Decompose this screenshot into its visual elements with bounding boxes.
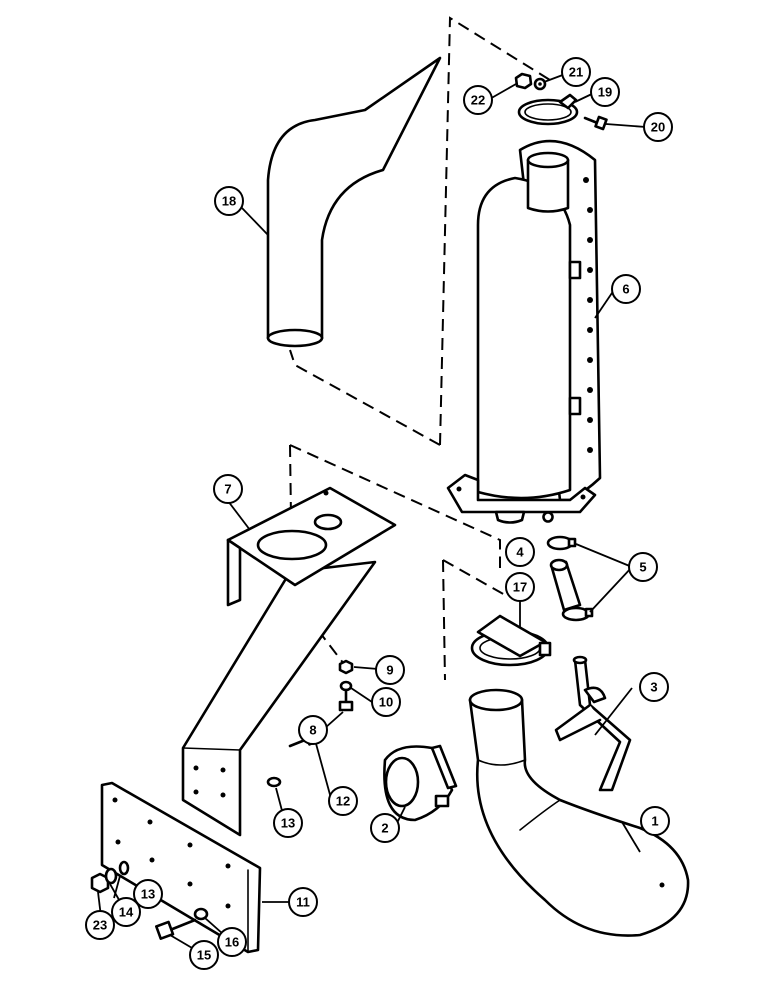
svg-text:18: 18 [222, 194, 236, 209]
hose-clamps [546, 535, 594, 622]
svg-text:11: 11 [296, 895, 310, 910]
exhaust-elbow-pipe [468, 688, 690, 937]
callout-16: 16 [217, 927, 247, 957]
svg-text:12: 12 [336, 794, 350, 809]
u-bolt-clamp [470, 614, 552, 667]
clamp-bolt [583, 115, 608, 131]
aspirator-tube [554, 655, 632, 792]
callout-13: 13 [273, 808, 303, 838]
callout-7: 7 [213, 474, 243, 504]
exhaust-stack-pipe [266, 56, 442, 348]
svg-text:3: 3 [650, 680, 657, 695]
svg-text:8: 8 [309, 723, 316, 738]
muffler-assembly [446, 139, 602, 524]
bolt-nut-washer-set [338, 659, 354, 712]
callout-22: 22 [463, 85, 493, 115]
svg-text:6: 6 [622, 282, 629, 297]
svg-text:13: 13 [281, 816, 295, 831]
svg-text:15: 15 [197, 948, 211, 963]
svg-text:7: 7 [224, 482, 231, 497]
callout-21: 21 [561, 57, 591, 87]
stack-clamp [517, 93, 579, 126]
assembly-lines [289, 16, 551, 681]
svg-text:13: 13 [141, 887, 155, 902]
svg-text:19: 19 [598, 85, 612, 100]
muffler-mounting-bracket [181, 486, 397, 837]
callout-2: 2 [370, 813, 400, 843]
svg-text:14: 14 [119, 905, 134, 920]
svg-text:9: 9 [386, 663, 393, 678]
callout-6: 6 [611, 274, 641, 304]
pipe-clamp [383, 744, 458, 822]
callout-18: 18 [214, 186, 244, 216]
callout-5: 5 [628, 552, 658, 582]
svg-text:21: 21 [569, 65, 583, 80]
callout-23: 23 [85, 910, 115, 940]
callout-15: 15 [189, 940, 219, 970]
svg-text:20: 20 [651, 120, 665, 135]
callout-17: 17 [505, 572, 535, 602]
callout-13: 13 [133, 879, 163, 909]
svg-text:10: 10 [379, 695, 393, 710]
washer-and-nut [514, 72, 547, 91]
plate-fasteners [90, 860, 209, 940]
svg-text:23: 23 [93, 918, 107, 933]
callout-10: 10 [371, 687, 401, 717]
callout-8: 8 [298, 715, 328, 745]
svg-text:1: 1 [651, 814, 658, 829]
svg-text:4: 4 [516, 545, 524, 560]
callout-14: 14 [111, 897, 141, 927]
svg-text:16: 16 [225, 935, 239, 950]
callout-19: 19 [590, 77, 620, 107]
callout-1: 1 [640, 806, 670, 836]
callout-9: 9 [375, 655, 405, 685]
callout-20: 20 [643, 112, 673, 142]
connector-hose [549, 558, 582, 612]
callout-12: 12 [328, 786, 358, 816]
mounting-plate [100, 781, 262, 954]
callout-3: 3 [639, 672, 669, 702]
svg-text:17: 17 [513, 580, 527, 595]
svg-text:22: 22 [471, 93, 485, 108]
callout-11: 11 [288, 887, 318, 917]
callout-4: 4 [505, 537, 535, 567]
svg-text:5: 5 [639, 560, 646, 575]
svg-text:2: 2 [381, 821, 388, 836]
